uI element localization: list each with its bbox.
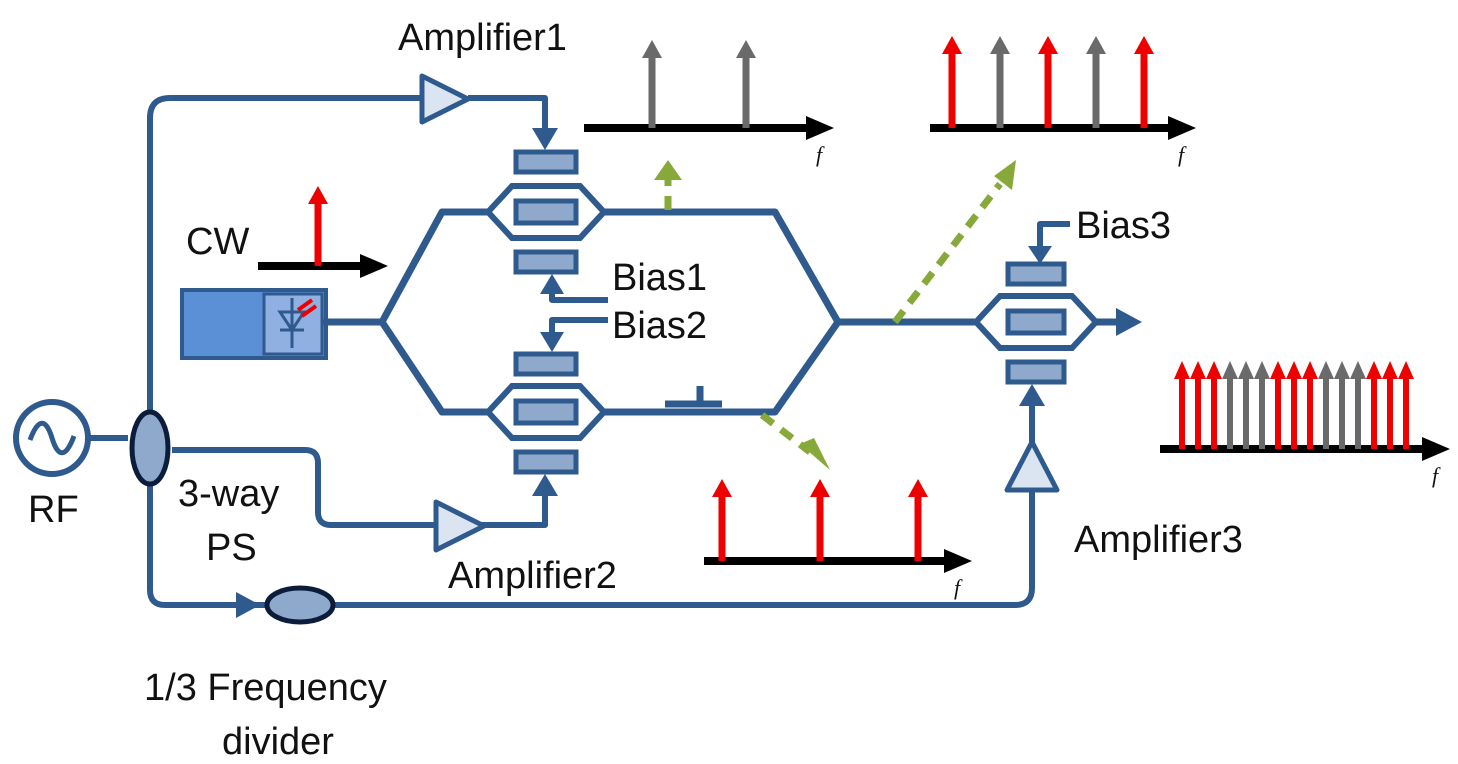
upper-arm-in bbox=[378, 208, 492, 326]
spectral-arrowhead-gray bbox=[642, 40, 662, 58]
arrow-into-divider bbox=[236, 592, 260, 618]
spectral-arrowhead-gray bbox=[1350, 361, 1366, 379]
label-divider-line1: 1/3 Frequency bbox=[144, 667, 387, 709]
label-ps-line2: PS bbox=[206, 527, 257, 569]
spectrum-final-output: f bbox=[1160, 361, 1450, 488]
spectrum-bottom-arm: f bbox=[704, 479, 972, 600]
label-amplifier2: Amplifier2 bbox=[448, 555, 617, 597]
spectrum-axis-arrow bbox=[1168, 116, 1196, 140]
wire-amplifier1-to-electrode bbox=[468, 95, 548, 132]
bias2-arrow bbox=[540, 332, 564, 352]
label-divider-line2: divider bbox=[222, 721, 334, 763]
freq-axis-label: f bbox=[816, 142, 825, 167]
spectrum-axis-arrow bbox=[360, 254, 388, 278]
arrow-into-amp3-electrode bbox=[1019, 384, 1045, 406]
amplifier3-symbol bbox=[1004, 439, 1060, 493]
spectrum-mzm-output: f bbox=[930, 36, 1196, 167]
bias2-line bbox=[549, 317, 608, 336]
spectral-arrowhead-gray bbox=[1334, 361, 1350, 379]
rf-source bbox=[13, 399, 128, 477]
spectral-arrowhead-red bbox=[1382, 361, 1398, 379]
label-amplifier1: Amplifier1 bbox=[398, 17, 567, 59]
tap-lower-arm bbox=[759, 412, 813, 455]
lower-arm-in bbox=[378, 318, 492, 416]
spectrum-axis-arrow bbox=[944, 549, 972, 573]
spectral-arrowhead-gray bbox=[990, 36, 1010, 54]
spectral-arrowhead-red bbox=[1206, 361, 1222, 379]
spectral-arrowhead-red bbox=[1134, 36, 1154, 54]
amplifier2-symbol bbox=[433, 499, 487, 553]
spectral-arrowhead-gray bbox=[1254, 361, 1270, 379]
label-bias1: Bias1 bbox=[612, 257, 707, 299]
spectral-arrowhead-gray bbox=[1318, 361, 1334, 379]
wire-to-divider bbox=[147, 478, 268, 608]
arrow-into-top-electrode bbox=[532, 128, 558, 150]
output-modulator bbox=[971, 261, 1101, 385]
phase-bias-electrode bbox=[665, 386, 722, 408]
spectral-arrowhead-red bbox=[1174, 361, 1190, 379]
laser-source bbox=[180, 288, 328, 360]
spectrum-axis-arrow bbox=[806, 116, 834, 140]
spectral-arrowhead-red bbox=[1398, 361, 1414, 379]
spectral-arrowhead-gray bbox=[736, 40, 756, 58]
spectral-arrowhead-red bbox=[1190, 361, 1206, 379]
power-splitter bbox=[129, 409, 171, 487]
amplifier1-symbol bbox=[419, 73, 471, 125]
bias3-line bbox=[1037, 221, 1070, 250]
spectral-arrowhead-gray bbox=[1238, 361, 1254, 379]
lower-arm-out bbox=[598, 318, 842, 416]
bias3-arrow bbox=[1028, 246, 1052, 264]
label-bias3: Bias3 bbox=[1076, 205, 1171, 247]
spectral-arrowhead-red bbox=[308, 186, 328, 204]
bias1-arrow bbox=[540, 274, 564, 294]
upper-modulator bbox=[483, 149, 609, 275]
spectrum-top-arm: f bbox=[584, 40, 834, 167]
spectral-arrowhead-red bbox=[712, 479, 732, 497]
spectrum-axis-arrow bbox=[1422, 437, 1450, 461]
wire-to-amplifier1 bbox=[147, 95, 422, 420]
spectral-arrowhead-red bbox=[1038, 36, 1058, 54]
parent-mzm-waveguides bbox=[378, 208, 978, 416]
freq-axis-label: f bbox=[1178, 142, 1187, 167]
frequency-divider bbox=[264, 585, 336, 625]
final-output-arrow bbox=[1116, 308, 1142, 336]
upper-arm-out bbox=[598, 208, 842, 326]
wire-amplifier2-to-electrode bbox=[482, 492, 548, 528]
spectral-arrowhead-gray bbox=[1222, 361, 1238, 379]
label-cw: CW bbox=[186, 221, 249, 263]
lower-modulator bbox=[483, 351, 609, 475]
spectral-arrowhead-gray bbox=[1086, 36, 1106, 54]
spectral-arrowhead-red bbox=[1270, 361, 1286, 379]
wire-divider-to-amplifier3 bbox=[332, 492, 1035, 608]
spectrum-cw bbox=[258, 186, 388, 278]
rf-wiring bbox=[147, 95, 1070, 618]
tap-combined bbox=[892, 181, 1003, 325]
freq-axis-label: f bbox=[954, 575, 963, 600]
monitor-taps bbox=[654, 160, 1016, 470]
spectral-arrowhead-red bbox=[942, 36, 962, 54]
spectral-arrowhead-red bbox=[908, 479, 928, 497]
label-amplifier3: Amplifier3 bbox=[1074, 519, 1243, 561]
label-rf: RF bbox=[28, 489, 79, 531]
wire-to-amplifier2 bbox=[172, 447, 436, 528]
spectral-arrowhead-red bbox=[1302, 361, 1318, 379]
label-bias2: Bias2 bbox=[612, 305, 707, 347]
label-ps-line1: 3-way bbox=[178, 473, 279, 515]
spectral-arrowhead-red bbox=[810, 479, 830, 497]
spectral-arrowhead-red bbox=[1366, 361, 1382, 379]
freq-axis-label: f bbox=[1432, 463, 1441, 488]
spectral-arrowhead-red bbox=[1286, 361, 1302, 379]
arrow-into-bottom-electrode bbox=[532, 474, 558, 496]
